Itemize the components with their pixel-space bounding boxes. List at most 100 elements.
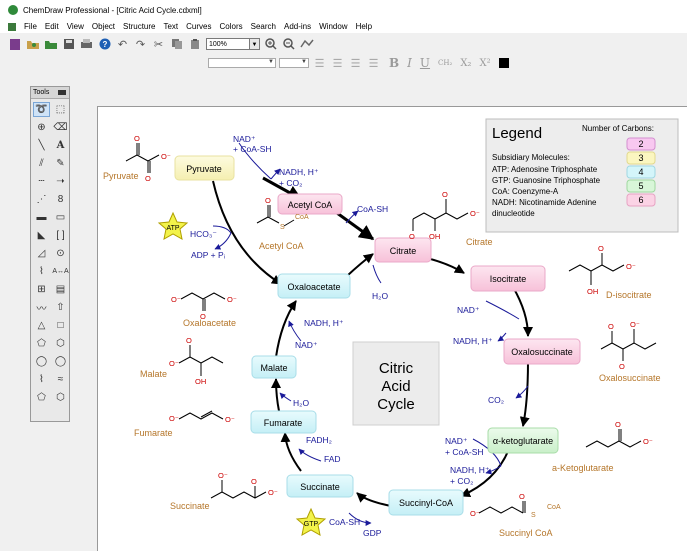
formula-button[interactable]: CH₂ — [438, 59, 453, 67]
menu-edit[interactable]: Edit — [44, 22, 59, 31]
arrow-tool-icon[interactable]: ➝ — [56, 176, 65, 187]
side-arrow-hco3 — [212, 225, 232, 250]
node-acetylcoa[interactable]: Acetyl CoA — [277, 193, 343, 215]
zoom-in-icon[interactable] — [263, 37, 278, 52]
node-succinylcoa[interactable]: Succinyl-CoA — [388, 489, 464, 516]
menu-colors[interactable]: Colors — [219, 22, 243, 31]
zoom-input[interactable]: 100% — [206, 38, 250, 50]
query-tool-icon[interactable]: ⇧ — [56, 302, 65, 313]
chair-2-icon[interactable]: ≈ — [57, 374, 64, 385]
subscript-button[interactable]: X₂ — [460, 57, 472, 69]
size-select[interactable]: ▼ — [279, 58, 309, 68]
menu-help[interactable]: Help — [355, 22, 373, 31]
menu-object[interactable]: Object — [91, 22, 116, 31]
chemical-symbols-icon[interactable]: ⊙ — [56, 248, 65, 259]
fumarate-o2: O⁻ — [225, 415, 235, 424]
help-icon[interactable]: ? — [97, 37, 112, 52]
new-document-icon[interactable] — [7, 37, 22, 52]
cyclobutane-icon[interactable]: □ — [57, 320, 64, 331]
drawing-elements-icon[interactable]: ▭ — [55, 212, 66, 223]
orbital-tool-icon[interactable]: 8 — [57, 194, 64, 205]
menu-addins[interactable]: Add-ins — [283, 22, 312, 31]
oxaloacetate-o1: O — [200, 312, 206, 321]
save-icon[interactable] — [61, 37, 76, 52]
align-left-icon[interactable]: ☰ — [314, 57, 325, 70]
structure-perspective-icon[interactable]: ⊕ — [37, 122, 46, 133]
brackets-icon[interactable]: [ ] — [56, 230, 65, 241]
marquee-tool-icon[interactable]: ⬚ — [55, 104, 66, 115]
table-tool-icon[interactable]: ⊞ — [37, 284, 46, 295]
cofactor-coash-plus-1: + CoA-SH — [233, 144, 272, 154]
open-recent-icon[interactable] — [43, 37, 58, 52]
node-malate[interactable]: Malate — [251, 355, 297, 379]
acyclic-chain-icon[interactable]: ⌇ — [39, 266, 44, 277]
solid-bond-icon[interactable]: ╲ — [38, 140, 45, 151]
legend-carbons-title: Number of Carbons: — [582, 124, 654, 133]
font-select[interactable]: ▼ — [208, 58, 276, 68]
citrate-skeleton — [412, 212, 469, 220]
menu-view[interactable]: View — [66, 22, 84, 31]
undo-icon[interactable]: ↶ — [117, 38, 128, 51]
node-oxaloacetate[interactable]: Oxaloacetate — [277, 273, 351, 299]
node-fumarate[interactable]: Fumarate — [250, 410, 317, 434]
italic-button[interactable]: I — [407, 56, 412, 70]
benzene-icon[interactable]: ⬡ — [56, 392, 65, 403]
redo-icon[interactable]: ↷ — [135, 38, 146, 51]
cyclohexane-icon[interactable]: ⬡ — [56, 338, 65, 349]
palette-minimize-icon[interactable] — [58, 90, 66, 95]
chain-tool-icon[interactable]: 〰 — [36, 304, 47, 315]
menu-curves[interactable]: Curves — [186, 22, 212, 31]
node-akg[interactable]: α-ketoglutarate — [487, 427, 559, 454]
side-arrow-coash-out — [345, 210, 359, 224]
align-center-icon[interactable]: ☰ — [332, 57, 343, 70]
side-arrow-gdp — [348, 512, 372, 526]
copy-icon[interactable] — [169, 37, 184, 52]
document-canvas[interactable]: Citric Acid Cycle Pyruvate Acetyl CoA Ci… — [97, 106, 687, 551]
cyclopentane-icon[interactable]: ⬠ — [37, 338, 46, 349]
show-element-icon[interactable] — [299, 37, 314, 52]
eraser-icon[interactable]: ⌫ — [53, 122, 68, 133]
templates-icon[interactable]: ▤ — [55, 284, 66, 295]
cofactor-fad: FAD — [324, 454, 341, 464]
superscript-button[interactable]: X² — [479, 57, 491, 69]
cut-icon[interactable]: ✂ — [153, 38, 164, 51]
menu-file[interactable]: File — [24, 22, 37, 31]
lasso-tool-icon[interactable]: ➰ — [33, 102, 50, 117]
bold-button[interactable]: B — [389, 56, 400, 70]
cyclooctane-icon[interactable]: ◯ — [54, 356, 67, 367]
cyclopropane-icon[interactable]: △ — [37, 320, 46, 331]
node-pyruvate[interactable]: Pyruvate — [174, 155, 235, 181]
print-icon[interactable] — [79, 37, 94, 52]
wedge-bond-icon[interactable]: ◣ — [37, 230, 46, 241]
chair-1-icon[interactable]: ⌇ — [39, 374, 44, 385]
double-bond-icon[interactable]: ⫽ — [39, 158, 44, 169]
cyclopentadiene-icon[interactable]: ⬠ — [37, 392, 46, 403]
menu-window[interactable]: Window — [319, 22, 348, 31]
justify-icon[interactable]: ☰ — [368, 57, 379, 70]
node-oxalosuccinate[interactable]: Oxalosuccinate — [503, 338, 581, 365]
cycloheptane-icon[interactable]: ◯ — [35, 356, 48, 367]
align-right-icon[interactable]: ☰ — [350, 57, 361, 70]
legend-swatch-2 — [626, 137, 656, 151]
node-succinate[interactable]: Succinate — [286, 474, 354, 498]
dashed-bond-icon[interactable]: ┄ — [38, 176, 45, 187]
node-citrate[interactable]: Citrate — [374, 237, 432, 263]
open-icon[interactable] — [25, 37, 40, 52]
menu-structure[interactable]: Structure — [123, 22, 156, 31]
hashed-bond-icon[interactable]: ⋰ — [36, 194, 47, 205]
menu-text[interactable]: Text — [163, 22, 179, 31]
text-tool-icon[interactable]: A — [56, 140, 65, 151]
paste-icon[interactable] — [187, 37, 202, 52]
menu-search[interactable]: Search — [250, 22, 276, 31]
cofactor-nad-4: NAD⁺ — [295, 340, 318, 350]
hashed-wedge-icon[interactable]: ◿ — [37, 248, 46, 259]
zoom-dropdown-icon[interactable]: ▼ — [250, 38, 260, 50]
zoom-out-icon[interactable] — [281, 37, 296, 52]
text-color-swatch[interactable] — [498, 58, 509, 68]
node-isocitrate[interactable]: Isocitrate — [470, 265, 546, 292]
atom-map-icon[interactable]: A↔A — [52, 268, 69, 275]
node-isocitrate-label: Isocitrate — [490, 274, 527, 284]
bold-bond-icon[interactable]: ▬ — [36, 212, 47, 223]
pen-tool-icon[interactable]: ✎ — [56, 158, 65, 169]
underline-button[interactable]: U — [419, 56, 431, 70]
